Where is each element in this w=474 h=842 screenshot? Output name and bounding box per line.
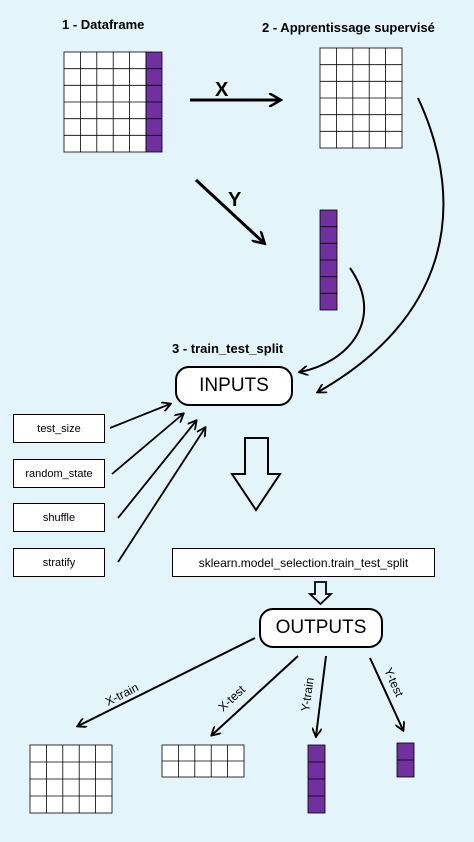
y-target-column: [319, 209, 338, 311]
y-train-arrow: [316, 655, 327, 736]
x-train-grid: [29, 744, 113, 814]
train-test-split-title: 3 - train_test_split: [172, 341, 284, 356]
test-size-arrow: [109, 404, 170, 429]
x-arrow-label: X: [215, 79, 229, 101]
dataframe-title: 1 - Dataframe: [62, 17, 145, 32]
supervised-learning-title: 2 - Apprentissage supervisé: [262, 20, 435, 35]
param-random-state: random_state: [13, 459, 105, 488]
inputs-node: INPUTS: [175, 366, 293, 406]
y-to-inputs-arrow: [300, 267, 366, 372]
y-train-label: Y-train: [298, 677, 317, 713]
x-to-inputs-arrow: [318, 97, 445, 392]
x-test-grid: [161, 744, 245, 778]
param-shuffle: shuffle: [13, 503, 105, 532]
function-name-box: sklearn.model_selection.train_test_split: [172, 548, 435, 577]
y-test-column: [396, 742, 415, 778]
x-test-arrow: [212, 655, 299, 735]
outputs-node: OUTPUTS: [259, 608, 383, 648]
process-down-arrow: [230, 437, 282, 512]
y-train-column: [307, 744, 326, 814]
x-features-grid: [319, 47, 403, 149]
shuffle-arrow: [117, 421, 196, 519]
param-test-size: test_size: [13, 414, 105, 443]
function-to-outputs-arrow: [307, 581, 334, 606]
y-arrow: [194, 178, 264, 243]
x-test-label: X-test: [215, 682, 248, 714]
x-train-arrow: [78, 637, 256, 726]
random-state-arrow: [111, 414, 183, 475]
y-test-label: Y-test: [381, 666, 406, 700]
param-stratify: stratify: [13, 548, 105, 577]
y-arrow-label: Y: [228, 189, 242, 211]
y-test-arrow: [369, 657, 403, 730]
stratify-arrow: [117, 428, 205, 563]
dataframe-grid: [63, 51, 163, 153]
